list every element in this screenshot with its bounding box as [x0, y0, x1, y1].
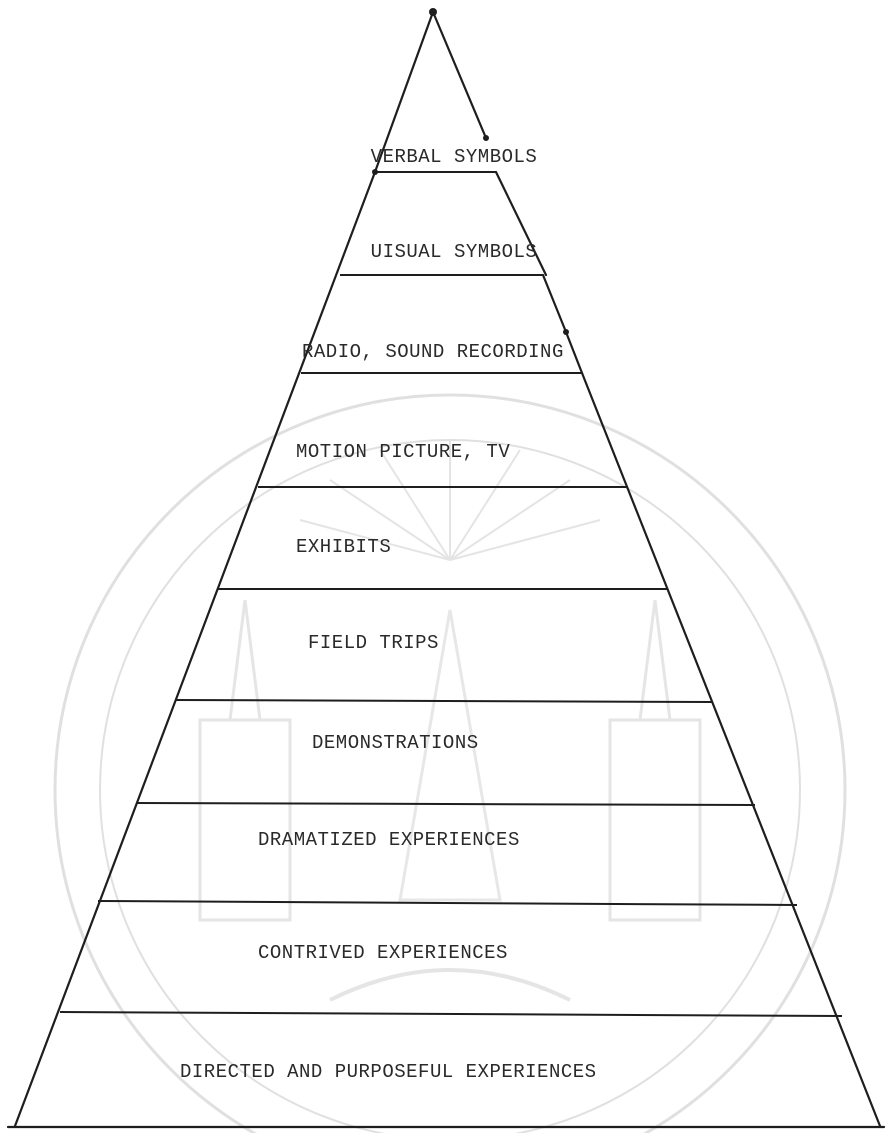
level-labels: VERBAL SYMBOLS UISUAL SYMBOLS RADIO, SOUND…: [180, 146, 597, 1083]
watermark-seal: [53, 393, 847, 1133]
level-label-4: MOTION PICTURE, TV: [296, 441, 510, 463]
level-label-7: DEMONSTRATIONS: [312, 732, 479, 754]
level-label-9: CONTRIVED EXPERIENCES: [258, 942, 508, 964]
level-divider-9: [59, 1011, 843, 1017]
level-label-1: VERBAL SYMBOLS: [371, 146, 538, 168]
level-divider-7: [136, 802, 756, 806]
level-label-8: DRAMATIZED EXPERIENCES: [258, 829, 520, 851]
level-label-6: FIELD TRIPS: [308, 632, 439, 654]
pyramid-outline: [6, 8, 886, 1129]
level-label-3: RADIO, SOUND RECORDING: [302, 341, 564, 363]
level-divider-6: [175, 699, 713, 703]
level-label-5: EXHIBITS: [296, 536, 391, 558]
level-label-10: DIRECTED AND PURPOSEFUL EXPERIENCES: [180, 1061, 597, 1083]
level-label-2: UISUAL SYMBOLS: [371, 241, 538, 263]
level-divider-8: [97, 900, 798, 906]
level-dividers: [59, 171, 843, 1017]
